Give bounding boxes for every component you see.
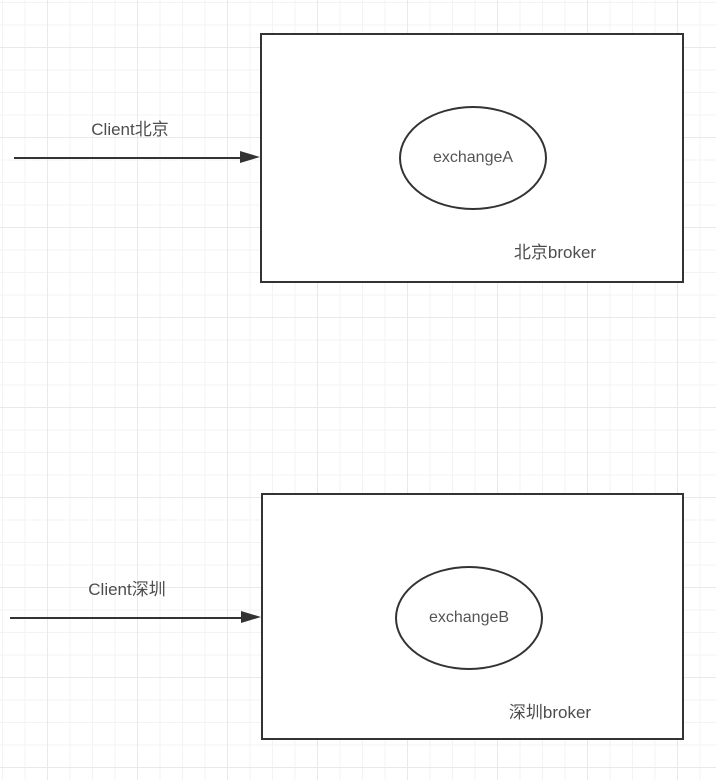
exchange-label: exchangeB <box>428 609 510 626</box>
arrow-head-icon <box>240 151 260 164</box>
arrow-line <box>14 156 241 159</box>
broker-label-beijing: 北京broker <box>513 243 597 262</box>
exchange-ellipse-a[interactable]: exchangeA <box>399 106 547 210</box>
client-arrow-label-beijing[interactable]: Client北京 <box>91 120 169 139</box>
arrow-head-icon <box>241 611 261 624</box>
arrow-line <box>10 616 241 619</box>
client-arrow-label-shenzhen[interactable]: Client深圳 <box>88 580 166 599</box>
exchange-ellipse-b[interactable]: exchangeB <box>395 566 543 670</box>
exchange-label: exchangeA <box>432 149 514 166</box>
broker-label-shenzhen: 深圳broker <box>508 703 592 722</box>
